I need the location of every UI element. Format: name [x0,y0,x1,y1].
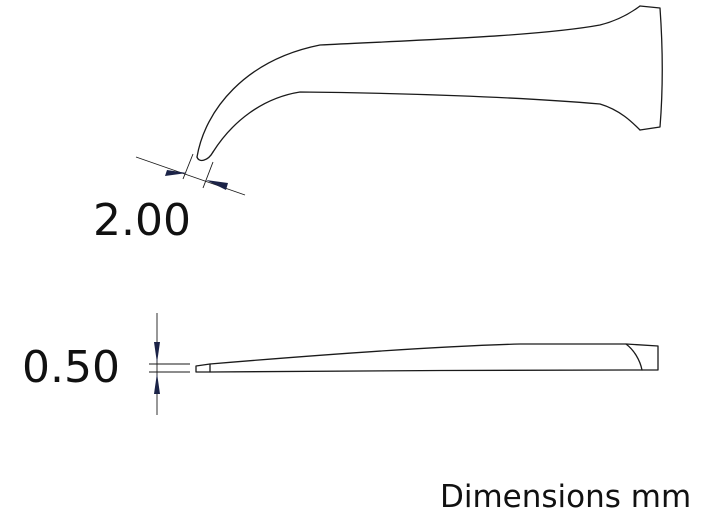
tweezer-tip-side-view [195,343,659,373]
width-dim-line [135,156,246,196]
width-extension-line-left [182,153,194,180]
side-view-body [195,343,659,373]
width-arrowhead-left [165,170,187,176]
thickness-arrowhead-bottom [154,373,160,394]
top-view-lower-edge [212,91,641,153]
width-dimension-label: 2.00 [93,195,191,246]
top-view-flared-end [639,5,663,131]
units-note: Dimensions mm [440,479,692,515]
tweezer-tip-top-view [196,5,663,162]
top-view-rounded-tip [196,151,214,162]
width-extension-line-right [202,161,214,189]
top-view-upper-edge [196,5,641,158]
thickness-arrowhead-top [154,342,160,363]
thickness-dimension [149,313,190,415]
side-view-bevel [625,343,643,371]
width-dimension [135,153,246,196]
width-arrowhead-right [206,180,228,190]
thickness-dimension-label: 0.50 [22,342,120,393]
